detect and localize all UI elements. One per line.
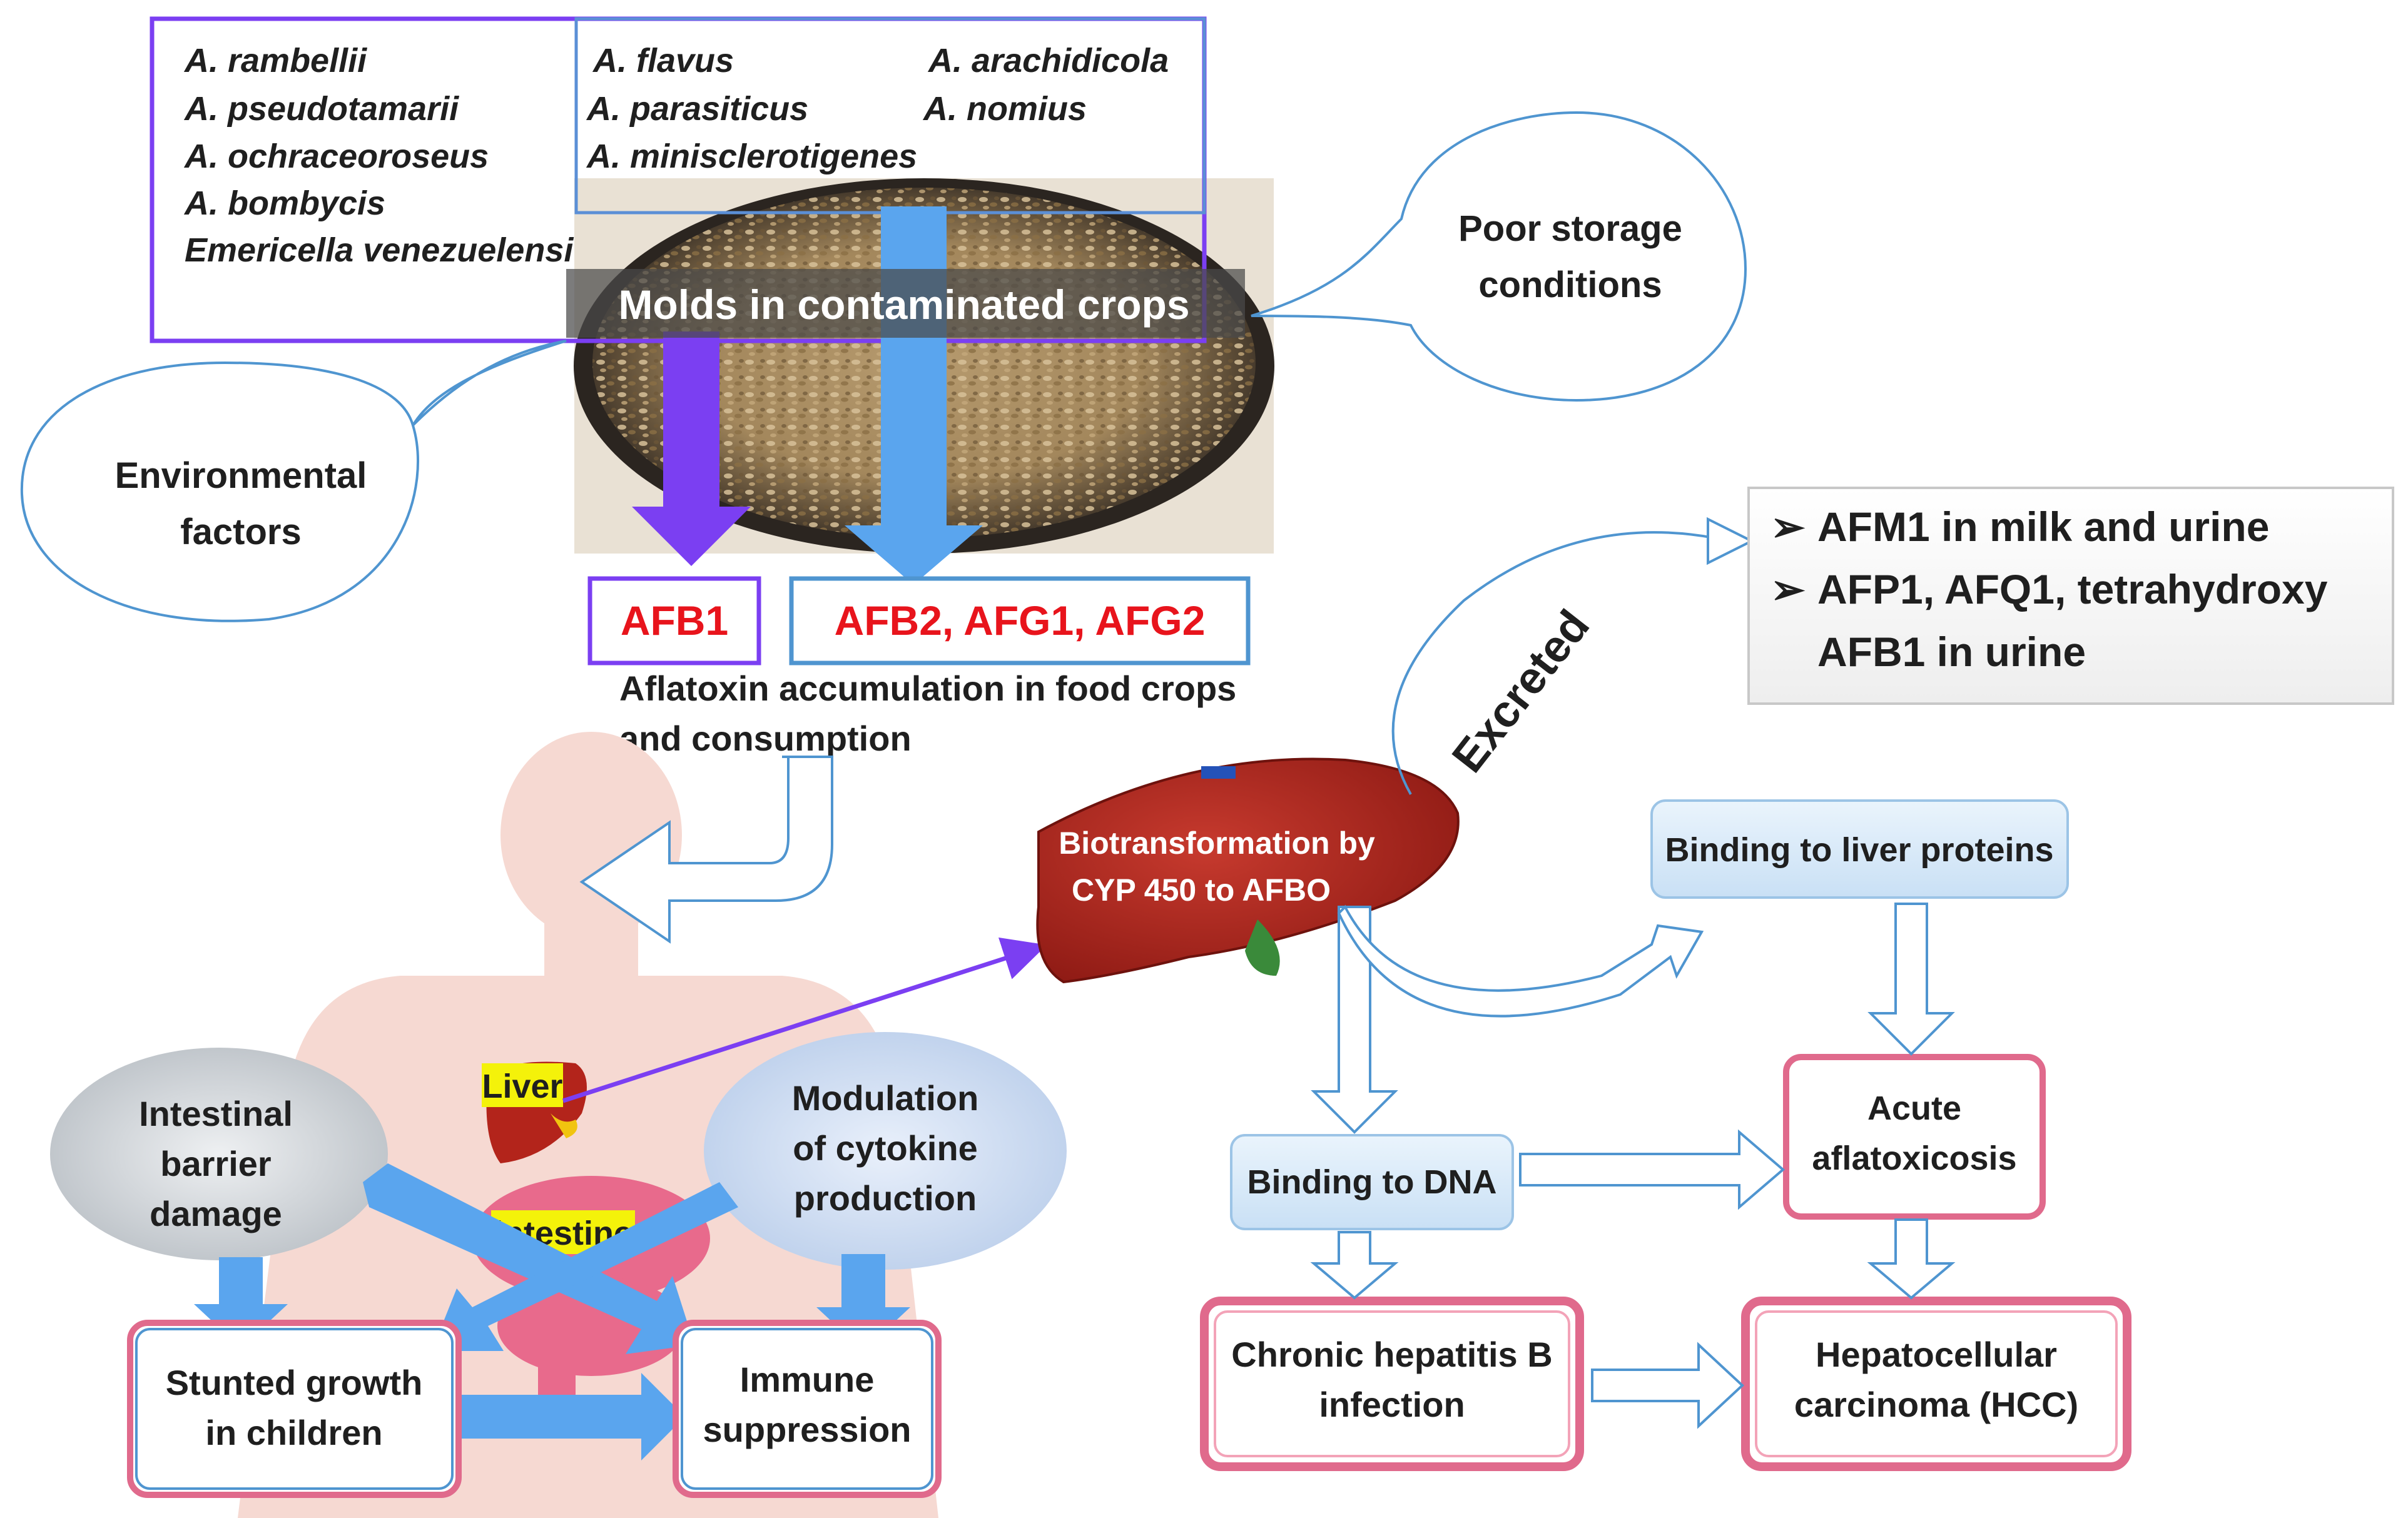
accumulation-line1: Aflatoxin accumulation in food crops [619,669,1236,708]
excretion-item-3: AFB1 in urine [1817,629,2086,675]
species-mid-0: A. flavus [592,42,734,79]
hepatitis-line2: infection [1319,1385,1465,1424]
arrow-afb1 [632,331,751,566]
excretion-bullet-2: ➢ [1770,566,1806,612]
accumulation-line2: and consumption [619,719,912,758]
immune-line1: Immune [740,1360,875,1399]
cytokine-line3: production [794,1178,977,1218]
afb-others-label: AFB2, AFG1, AFG2 [835,597,1206,644]
environmental-line2: factors [180,512,301,552]
molds-label-band [566,269,1245,338]
liver-link-arrow [562,937,1047,1103]
species-right-1: A. nomius [922,90,1087,128]
intestinal-damage-line1: Intestinal [139,1094,293,1133]
intestinal-damage-line3: damage [150,1194,282,1233]
excreted-arrowhead [1707,517,1755,565]
hcc-line2: carcinoma (HCC) [1794,1385,2078,1424]
poor-storage-line1: Poor storage [1458,208,1682,249]
acute-line1: Acute [1867,1090,1961,1127]
species-left-1: A. pseudotamarii [183,90,459,128]
poor-storage-callout [1251,111,1747,402]
environmental-callout [20,340,567,622]
cytokine-blob [704,1032,1067,1270]
afb-others-box [789,576,1251,665]
afb1-label: AFB1 [621,597,728,644]
intestinal-damage-blob [50,1048,388,1260]
acute-line2: aflatoxicosis [1812,1140,2016,1177]
excretion-box [1747,487,2394,705]
consumption-arrow [579,756,833,944]
excretion-bullet-1: ➢ [1770,503,1806,550]
excreted-label: Excreted [1443,601,1599,782]
excretion-item-2: AFP1, AFQ1, tetrahydroxy [1817,566,2328,612]
species-mid-1: A. parasiticus [586,90,808,128]
species-left-0: A. rambellii [183,42,367,79]
immune-box [673,1320,942,1498]
biotransformation-line1: Biotransformation by [1059,826,1375,861]
hcc-line1: Hepatocellular [1816,1335,2057,1374]
liver-label-bg [482,1063,563,1107]
species-left-3: A. bombycis [183,185,385,222]
species-left-4: Emericella venezuelensi [185,231,574,269]
intestinal-damage-line2: barrier [160,1144,271,1183]
cross-arrows [194,1163,910,1460]
hepatitis-line1: Chronic hepatitis B [1231,1335,1552,1374]
species-left-2: A. ochraceoroseus [183,138,489,175]
biotransformation-line2: CYP 450 to AFBO [1072,873,1331,908]
poor-storage-line2: conditions [1478,265,1662,305]
hcc-box [1741,1297,2131,1471]
cytokine-line2: of cytokine [793,1128,978,1168]
binding-dna-label: Binding to DNA [1247,1163,1497,1201]
binding-proteins-label: Binding to liver proteins [1665,831,2053,869]
environmental-line1: Environmental [115,455,367,496]
stunted-box [127,1320,462,1498]
excreted-curve [1391,531,1715,795]
molds-label: Molds in contaminated crops [618,281,1189,328]
excretion-item-1: AFM1 in milk and urine [1817,503,2269,550]
flow-arrows [1310,903,1956,1429]
liver-icon [1036,757,1460,984]
binding-proteins-box [1650,799,2069,899]
afb1-box [587,576,761,665]
acute-box [1783,1054,2046,1220]
stunted-line1: Stunted growth [166,1363,423,1402]
hepatitis-box [1200,1297,1584,1471]
stunted-line2: in children [205,1413,382,1452]
immune-line2: suppression [703,1410,912,1449]
species-right-0: A. arachidicola [927,42,1169,79]
liver-label: Liver [482,1068,562,1105]
binding-dna-box [1230,1134,1514,1230]
species-mid-2: A. minisclerotigenes [586,138,917,175]
arrow-afb-others [845,206,983,585]
cytokine-line1: Modulation [792,1078,979,1118]
